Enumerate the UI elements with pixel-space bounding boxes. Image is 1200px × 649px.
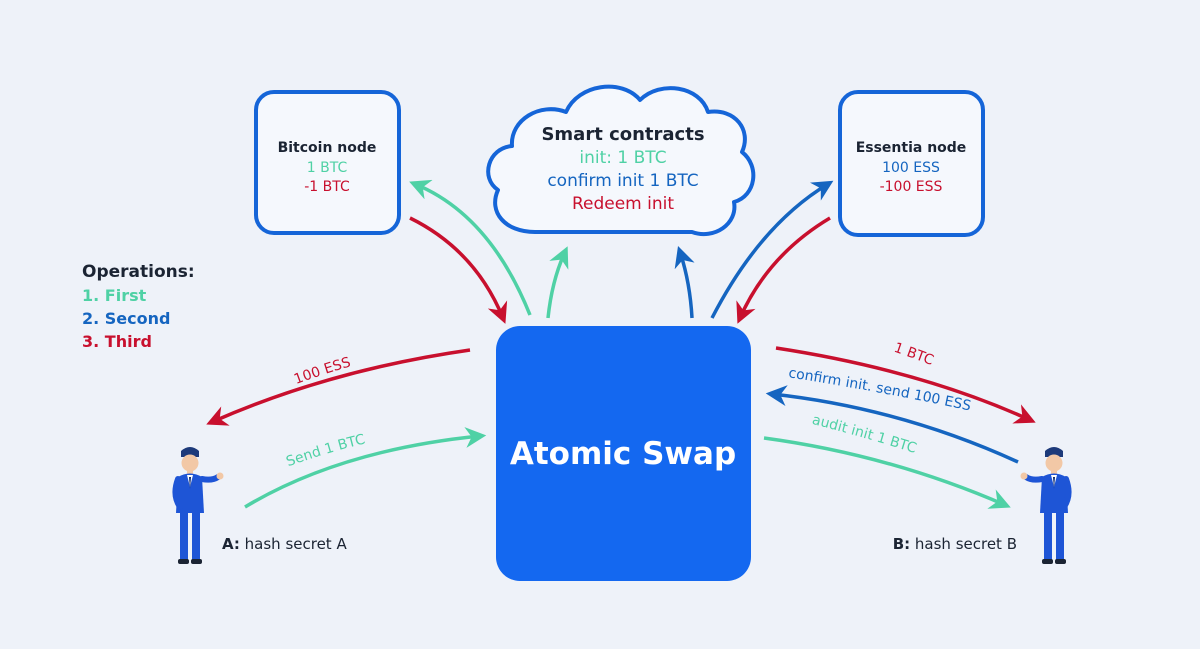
bitcoin-node-debit: -1 BTC xyxy=(304,179,350,195)
essentia-node: Essentia node 100 ESS -100 ESS xyxy=(840,92,983,235)
arrow-label-confirm-init: confirm init. send 100 ESS xyxy=(787,365,972,414)
arrow-label-send-1-btc: Send 1 BTC xyxy=(284,432,367,471)
essentia-node-debit: -100 ESS xyxy=(880,179,943,195)
smart-contracts-cloud: Smart contracts init: 1 BTC confirm init… xyxy=(488,87,753,234)
arrow-label-1-btc: 1 BTC xyxy=(892,340,936,369)
arrow-essentia-to-swap xyxy=(740,218,830,318)
person-b-text: hash secret B xyxy=(910,535,1017,553)
person-b-label: B: hash secret B xyxy=(893,535,1017,553)
person-b-key: B: xyxy=(893,535,910,553)
essentia-node-credit: 100 ESS xyxy=(882,160,940,176)
person-a-key: A: xyxy=(222,535,240,553)
atomic-swap-label: Atomic Swap xyxy=(510,436,736,472)
operation-third: 3. Third xyxy=(82,332,152,351)
operation-first: 1. First xyxy=(82,286,147,305)
arrow-swap-to-contract-confirm xyxy=(680,252,692,318)
smart-contracts-init: init: 1 BTC xyxy=(579,148,666,168)
operations-legend: Operations: 1. First 2. Second 3. Third xyxy=(82,262,195,351)
operation-second: 2. Second xyxy=(82,309,170,328)
smart-contracts-title: Smart contracts xyxy=(541,124,704,145)
person-a-text: hash secret A xyxy=(240,535,348,553)
smart-contracts-confirm: confirm init 1 BTC xyxy=(547,171,698,191)
person-icon xyxy=(175,447,223,564)
person-b xyxy=(1021,447,1069,564)
operations-title: Operations: xyxy=(82,262,195,282)
atomic-swap-box: Atomic Swap xyxy=(496,326,751,581)
right-arrows: 1 BTC confirm init. send 100 ESS audit i… xyxy=(764,340,1030,505)
person-icon xyxy=(1021,447,1069,564)
essentia-node-title: Essentia node xyxy=(856,140,967,156)
arrow-confirm-init xyxy=(772,394,1018,462)
person-a-label: A: hash secret A xyxy=(222,535,347,553)
arrow-swap-to-contract-init xyxy=(548,252,565,318)
arrow-audit-init xyxy=(764,438,1005,505)
arrow-bitcoin-to-swap xyxy=(410,218,503,318)
smart-contracts-redeem: Redeem init xyxy=(572,194,674,214)
person-a xyxy=(175,447,223,564)
bitcoin-node-title: Bitcoin node xyxy=(278,140,377,156)
bitcoin-node: Bitcoin node 1 BTC -1 BTC xyxy=(256,92,399,233)
left-arrows: 100 ESS Send 1 BTC xyxy=(212,350,480,507)
bitcoin-node-credit: 1 BTC xyxy=(307,160,348,176)
